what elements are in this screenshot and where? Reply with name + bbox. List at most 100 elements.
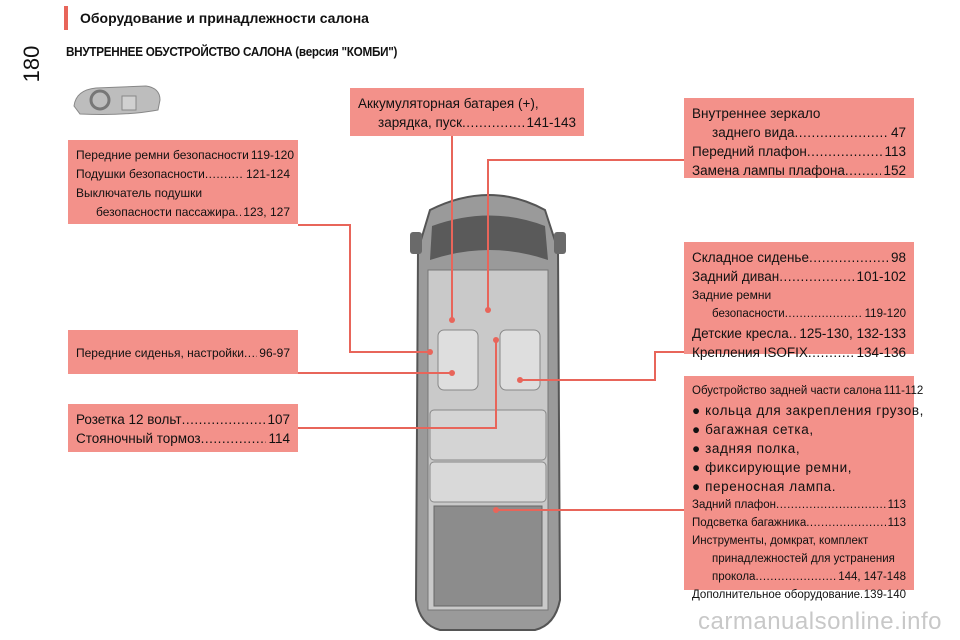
callout-line: Выключатель подушки <box>76 184 290 203</box>
leader-dots-fill <box>182 410 266 429</box>
callout-text: Розетка 12 вольт <box>76 412 182 427</box>
page-reference: 113 <box>887 499 906 511</box>
callout-text: Инструменты, домкрат, комплект <box>692 535 869 547</box>
bullet-item: ● багажная сетка, <box>692 422 814 437</box>
callout-text: Передние ремни безопасности <box>76 148 249 162</box>
page-reference: 121-124 <box>245 167 290 181</box>
callout-line: Розетка 12 вольт 107 <box>76 410 290 429</box>
callout-line: Подушки безопасности 121-124 <box>76 165 290 184</box>
page-reference: 119-120 <box>864 308 906 320</box>
callout-line: прокола 144, 147-148 <box>692 568 906 586</box>
page-reference: 114 <box>268 431 290 446</box>
callout-line: Инструменты, домкрат, комплект <box>692 532 906 550</box>
page-reference: 139-140 <box>863 589 906 601</box>
callout-line: Детские кресла 125-130, 132-133 <box>692 324 906 343</box>
page-reference: 96-97 <box>259 346 290 360</box>
page-reference: 111-112 <box>883 385 924 397</box>
page-reference: 144, 147-148 <box>838 571 906 583</box>
page-reference: 98 <box>890 250 906 265</box>
callout-text: Выключатель подушки <box>76 186 203 200</box>
leader-dots-fill <box>795 123 889 142</box>
callout-text: Замена лампы плафона <box>692 163 845 178</box>
leader-dots-fill <box>809 248 889 267</box>
page-reference: 113 <box>887 517 906 529</box>
callout-text: Задний плафон <box>692 499 776 511</box>
header-accent-bar <box>64 6 68 30</box>
page-reference: 152 <box>883 163 906 178</box>
leader-lines <box>298 130 686 511</box>
leader-dots-fill <box>755 568 836 586</box>
callout-line: Передний плафон 113 <box>692 142 906 161</box>
callout-text: Задние ремни <box>692 288 772 302</box>
callout-line: Аккумуляторная батарея (+), <box>358 94 576 113</box>
callout-text: Задний диван <box>692 269 780 284</box>
callout-rear-seats: Складное сиденье98Задний диван101-102Зад… <box>684 242 914 360</box>
callout-text: зарядка, пуск <box>378 115 463 130</box>
callout-text: принадлежностей для устранения <box>712 553 895 565</box>
callout-line: заднего вида 47 <box>692 123 906 142</box>
leader-dots-fill <box>462 113 524 132</box>
callout-battery: Аккумуляторная батарея (+),зарядка, пуск… <box>350 88 584 136</box>
bullet-item: ● переносная лампа. <box>692 479 837 494</box>
page-reference: 47 <box>890 125 906 140</box>
leader-dots-fill <box>776 496 886 514</box>
leader-dots-fill <box>785 305 863 324</box>
leader-mirror <box>487 159 686 310</box>
bullet-item: ● фиксирующие ремни, <box>692 460 853 475</box>
cabin-thumbnail-icon <box>73 85 161 115</box>
page-reference: 125-130, 132-133 <box>799 326 906 341</box>
callout-text: Подсветка багажника <box>692 517 807 529</box>
callout-text: Передние сиденья, настройки <box>76 346 244 360</box>
callout-text: Стояночный тормоз <box>76 431 201 446</box>
callout-text: Передний плафон <box>692 144 807 159</box>
leader-dots-fill <box>205 165 244 184</box>
leader-dots-fill <box>244 344 257 363</box>
page-reference: 141-143 <box>526 115 576 130</box>
callout-text: безопасности пассажира <box>96 205 236 219</box>
callout-line: принадлежностей для устранения <box>692 550 906 568</box>
bullet-item: ● задняя полка, <box>692 441 801 456</box>
callout-line: Задний диван 101-102 <box>692 267 906 286</box>
leader-dots-fill <box>807 142 883 161</box>
leader-socket <box>298 340 497 429</box>
callout-line: Крепления ISOFIX 134-136 <box>692 343 906 362</box>
page-reference: 119-120 <box>250 148 295 162</box>
callout-text: Детские кресла <box>692 326 789 341</box>
callout-text: прокола <box>712 571 756 583</box>
callout-text: Крепления ISOFIX <box>692 345 808 360</box>
callout-line: Стояночный тормоз 114 <box>76 429 290 448</box>
page-reference: 123, 127 <box>243 205 290 219</box>
leader-dots <box>427 307 523 513</box>
callout-text: Подушки безопасности <box>76 167 205 181</box>
page-subtitle: ВНУТРЕННЕЕ ОБУСТРОЙСТВО САЛОНА (версия "… <box>66 44 398 59</box>
page-reference: 113 <box>884 144 906 159</box>
leader-dots-fill <box>806 514 885 532</box>
page-reference: 101-102 <box>856 269 906 284</box>
leader-dots-fill <box>808 343 855 362</box>
callout-line: зарядка, пуск 141-143 <box>358 113 576 132</box>
callout-line: Задний плафон 113 <box>692 496 906 514</box>
callout-line: безопасности пассажира 123, 127 <box>76 203 290 222</box>
leader-dots-fill <box>845 161 882 180</box>
leader-seatbelts <box>298 224 430 353</box>
bullet-item: ● кольца для закрепления грузов, <box>692 403 924 418</box>
section-header: Оборудование и принадлежности салона <box>80 10 369 26</box>
callout-text: заднего вида <box>712 125 795 140</box>
callout-front-seats: Передние сиденья, настройки 96-97 <box>68 330 298 374</box>
callout-line: Задние ремни <box>692 286 906 305</box>
page-reference: 134-136 <box>856 345 906 360</box>
callout-line: Передние сиденья, настройки 96-97 <box>76 344 290 363</box>
page-reference: 107 <box>267 412 290 427</box>
callout-text: Обустройство задней части салона <box>692 385 882 397</box>
callout-line: Подсветка багажника 113 <box>692 514 906 532</box>
leader-rear-seats <box>520 351 686 381</box>
callout-line: Складное сиденье98 <box>692 248 906 267</box>
